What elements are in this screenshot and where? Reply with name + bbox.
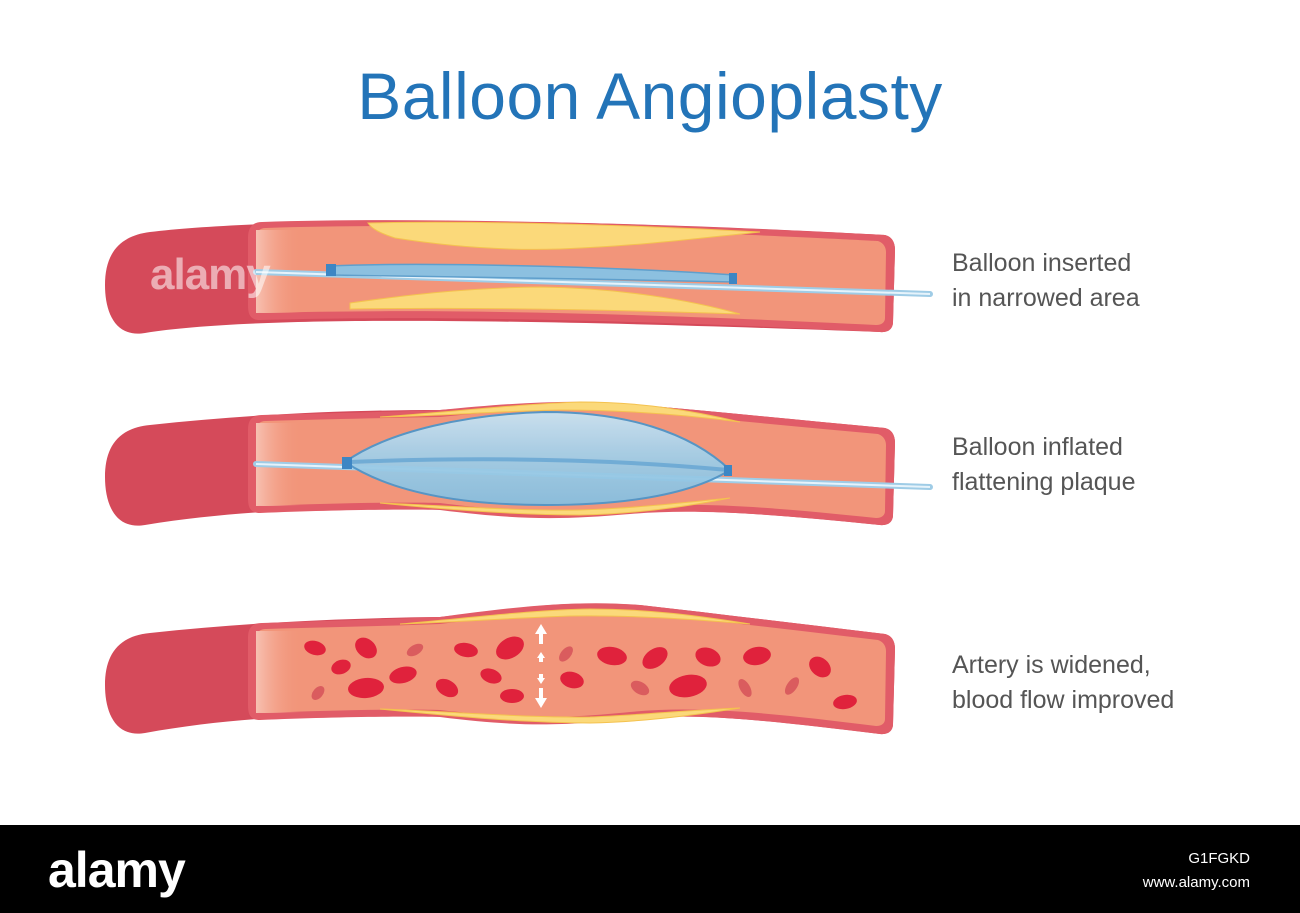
- balloon-marker-left: [342, 457, 352, 469]
- plaque-compressed-bottom: [379, 707, 741, 724]
- blood-cell: [809, 656, 831, 678]
- blood-cell: [435, 678, 459, 698]
- vessel-step-3: [105, 603, 895, 735]
- footer-info: G1FGKD www.alamy.com: [1143, 847, 1250, 895]
- blood-cell: [833, 694, 857, 710]
- blood-cell: [348, 677, 384, 699]
- caption-line: Balloon inflated: [952, 433, 1123, 461]
- blood-cell: [355, 637, 377, 659]
- widening-arrows-icon: [535, 624, 547, 708]
- blood-cell: [642, 647, 668, 669]
- stock-footer-bar: alamy G1FGKD www.alamy.com: [0, 825, 1300, 913]
- blood-cell: [560, 671, 584, 689]
- diagram-title: Balloon Angioplasty: [357, 59, 943, 133]
- caption-line: flattening plaque: [952, 468, 1136, 496]
- angioplasty-diagram: [105, 220, 933, 735]
- site-url: www.alamy.com: [1142, 874, 1250, 891]
- plaque-top: [367, 221, 761, 250]
- brand-logo: alamy: [48, 842, 186, 898]
- blood-cell: [389, 666, 417, 684]
- blood-cell: [743, 646, 771, 666]
- blood-cell: [304, 640, 326, 656]
- vessel-step-1: [105, 220, 933, 334]
- caption-step-1: Balloon inserted in narrowed area: [952, 246, 1140, 316]
- blood-cells-faded: [311, 643, 800, 700]
- vessel-step-2: [105, 401, 933, 526]
- balloon-marker-right: [729, 273, 737, 284]
- plaque-compressed-top: [399, 608, 751, 625]
- blood-cell: [454, 642, 478, 658]
- plaque-bottom: [349, 286, 741, 315]
- blood-cell: [500, 689, 524, 703]
- caption-line: Balloon inserted: [952, 249, 1132, 277]
- balloon-marker-left: [326, 264, 336, 276]
- vessel-lumen: [256, 611, 886, 726]
- blood-cells: [304, 636, 857, 710]
- blood-cell: [597, 646, 627, 666]
- blood-cell: [331, 659, 351, 675]
- blood-cell: [695, 647, 721, 667]
- watermark: alamy: [150, 250, 271, 299]
- blood-cell: [480, 668, 502, 684]
- caption-line: Artery is widened,: [952, 651, 1151, 679]
- caption-line: blood flow improved: [952, 686, 1175, 714]
- plaque-flattened-top: [379, 401, 741, 423]
- blood-cell: [669, 674, 707, 698]
- vessel-open-end-highlight: [256, 631, 301, 713]
- blood-cell: [496, 636, 524, 660]
- plaque-flattened-bottom: [379, 497, 731, 516]
- balloon-marker-right: [724, 465, 732, 476]
- caption-step-3: Artery is widened, blood flow improved: [952, 648, 1174, 718]
- image-id: G1FGKD: [1188, 850, 1250, 867]
- caption-line: in narrowed area: [952, 284, 1140, 312]
- caption-step-2: Balloon inflated flattening plaque: [952, 430, 1135, 500]
